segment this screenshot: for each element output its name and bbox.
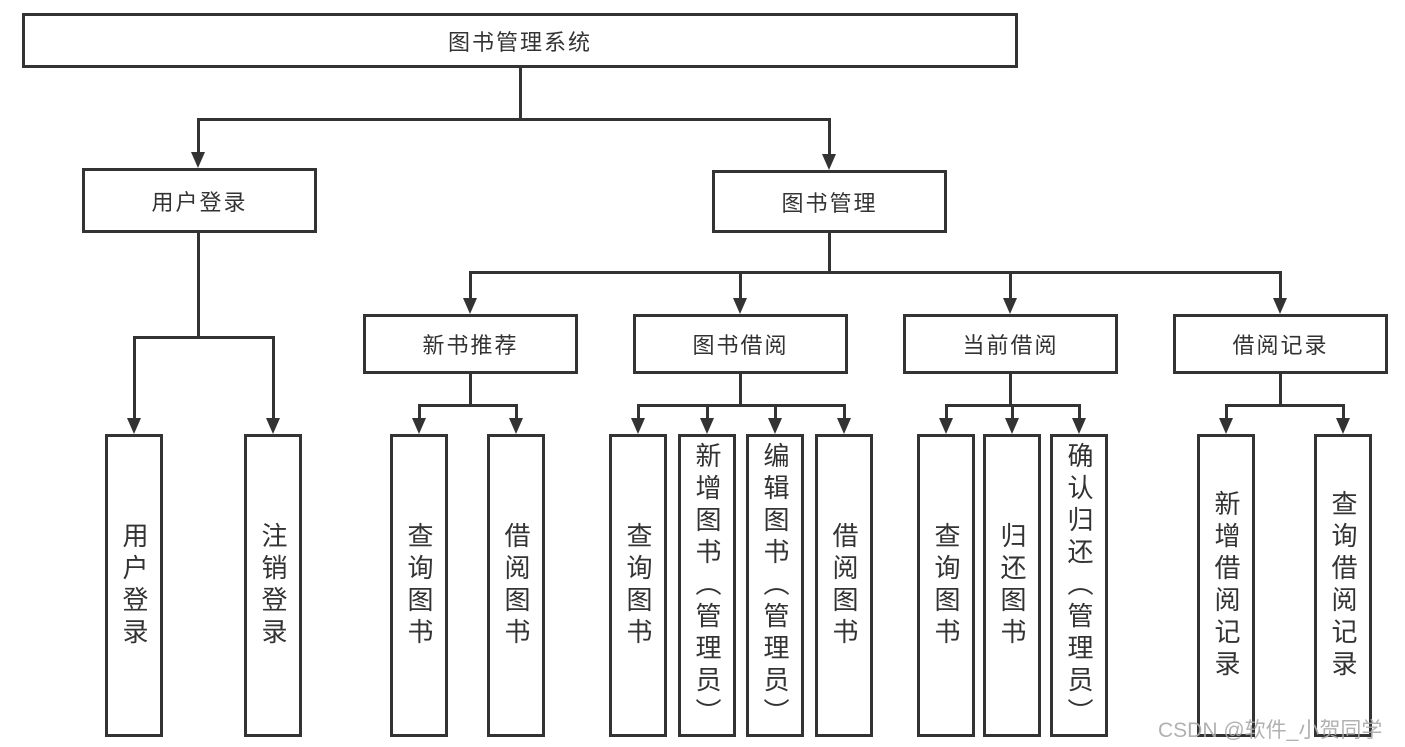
connector-leaf-stub	[843, 404, 846, 420]
leaf-records-add-record: 新增借阅记录	[1197, 434, 1255, 737]
connector-new-book-bar	[418, 404, 518, 407]
connector-leaf-stub	[1342, 404, 1345, 420]
connector-borrow-records-bar	[1225, 404, 1345, 407]
node-root-label: 图书管理系统	[447, 29, 592, 55]
connector-root-trunk	[519, 68, 522, 120]
arrow-borrow-records	[1273, 298, 1287, 314]
node-borrow-records: 借阅记录	[1173, 314, 1388, 374]
connector-book-borrow-bar	[637, 404, 846, 407]
leaf-recommend-borrow-books-label: 借阅图书	[501, 521, 531, 650]
leaf-recommend-query-books-label: 查询图书	[404, 521, 434, 650]
arrow-leaf-recommend-borrow	[509, 418, 523, 434]
connector-user-login-stub	[197, 118, 200, 154]
leaf-borrow-edit-books-admin: 编辑图书（管理员）	[746, 434, 804, 737]
connector-book-mgmt-stub	[828, 118, 831, 156]
leaf-current-return-books-label: 归还图书	[997, 521, 1027, 650]
arrow-leaf-recommend-query	[412, 418, 426, 434]
arrow-leaf-current-return	[1005, 418, 1019, 434]
arrow-leaf-logout	[266, 418, 280, 434]
node-user-login-label: 用户登录	[151, 189, 248, 215]
arrow-leaf-current-confirm	[1072, 418, 1086, 434]
leaf-current-query-books-label: 查询图书	[931, 521, 961, 650]
arrow-book-mgmt	[822, 154, 836, 170]
arrow-current-borrow	[1003, 298, 1017, 314]
node-current-borrow-label: 当前借阅	[962, 333, 1059, 358]
connector-leaf-user-login-stub	[133, 336, 136, 420]
connector-level3-bar	[469, 271, 1282, 274]
leaf-borrow-query-books: 查询图书	[609, 434, 667, 737]
connector-leaf-stub	[637, 404, 640, 420]
connector-current-borrow-stub	[1009, 272, 1012, 300]
leaf-records-query-record: 查询借阅记录	[1314, 434, 1372, 737]
connector-book-borrow-stub	[739, 272, 742, 300]
connector-leaf-stub	[945, 404, 948, 420]
arrow-leaf-records-query	[1336, 418, 1350, 434]
leaf-borrow-add-books-admin-label: 新增图书（管理员）	[692, 441, 722, 730]
leaf-logout-label: 注销登录	[258, 521, 288, 650]
node-new-book-recommend-label: 新书推荐	[422, 333, 519, 358]
leaf-recommend-query-books: 查询图书	[390, 434, 448, 737]
connector-user-login-trunk	[197, 232, 200, 338]
connector-leaf-stub	[515, 404, 518, 420]
connector-current-borrow-trunk	[1009, 373, 1012, 407]
leaf-current-query-books: 查询图书	[917, 434, 975, 737]
connector-level1-bar	[198, 118, 831, 121]
node-user-login: 用户登录	[82, 168, 317, 233]
leaf-borrow-borrow-books-label: 借阅图书	[829, 521, 859, 650]
connector-leaf-stub	[774, 404, 777, 420]
leaf-borrow-borrow-books: 借阅图书	[815, 434, 873, 737]
arrow-leaf-borrow-query	[631, 418, 645, 434]
arrow-leaf-borrow-add	[700, 418, 714, 434]
connector-leaf-stub	[1011, 404, 1014, 420]
leaf-records-query-record-label: 查询借阅记录	[1328, 489, 1358, 682]
arrow-new-book	[463, 298, 477, 314]
node-new-book-recommend: 新书推荐	[363, 314, 578, 374]
connector-leaf-stub	[418, 404, 421, 420]
connector-leaf-stub	[1078, 404, 1081, 420]
leaf-records-add-record-label: 新增借阅记录	[1211, 489, 1241, 682]
node-book-borrow-label: 图书借阅	[692, 333, 789, 358]
arrow-book-borrow	[733, 298, 747, 314]
connector-leaf-stub	[1225, 404, 1228, 420]
connector-leaf-stub	[706, 404, 709, 420]
leaf-borrow-query-books-label: 查询图书	[623, 521, 653, 650]
node-book-borrow: 图书借阅	[633, 314, 848, 374]
node-current-borrow: 当前借阅	[903, 314, 1118, 374]
leaf-user-login-label: 用户登录	[119, 521, 149, 650]
arrow-leaf-current-query	[939, 418, 953, 434]
leaf-current-return-books: 归还图书	[983, 434, 1041, 737]
connector-new-book-trunk	[469, 373, 472, 407]
leaf-user-login: 用户登录	[105, 434, 163, 737]
leaf-borrow-edit-books-admin-label: 编辑图书（管理员）	[760, 441, 790, 730]
connector-borrow-records-stub	[1279, 272, 1282, 300]
connector-book-mgmt-trunk	[828, 232, 831, 274]
arrow-leaf-borrow-borrow	[837, 418, 851, 434]
connector-leaf-logout-stub	[272, 336, 275, 420]
arrow-user-login	[191, 152, 205, 168]
node-root: 图书管理系统	[22, 13, 1018, 68]
arrow-leaf-records-add	[1219, 418, 1233, 434]
leaf-recommend-borrow-books: 借阅图书	[487, 434, 545, 737]
leaf-borrow-add-books-admin: 新增图书（管理员）	[678, 434, 736, 737]
connector-borrow-records-trunk	[1279, 373, 1282, 407]
connector-book-borrow-trunk	[739, 373, 742, 407]
arrow-leaf-user-login	[127, 418, 141, 434]
node-book-management-label: 图书管理	[781, 190, 878, 216]
leaf-logout: 注销登录	[244, 434, 302, 737]
watermark: CSDN @软件_小贺同学	[1158, 719, 1383, 742]
leaf-current-confirm-return-admin: 确认归还（管理员）	[1050, 434, 1108, 737]
connector-new-book-stub	[469, 272, 472, 300]
node-book-management: 图书管理	[712, 170, 947, 233]
node-borrow-records-label: 借阅记录	[1232, 333, 1329, 358]
arrow-leaf-borrow-edit	[768, 418, 782, 434]
leaf-current-confirm-return-admin-label: 确认归还（管理员）	[1064, 441, 1094, 730]
connector-user-login-bar	[133, 336, 275, 339]
